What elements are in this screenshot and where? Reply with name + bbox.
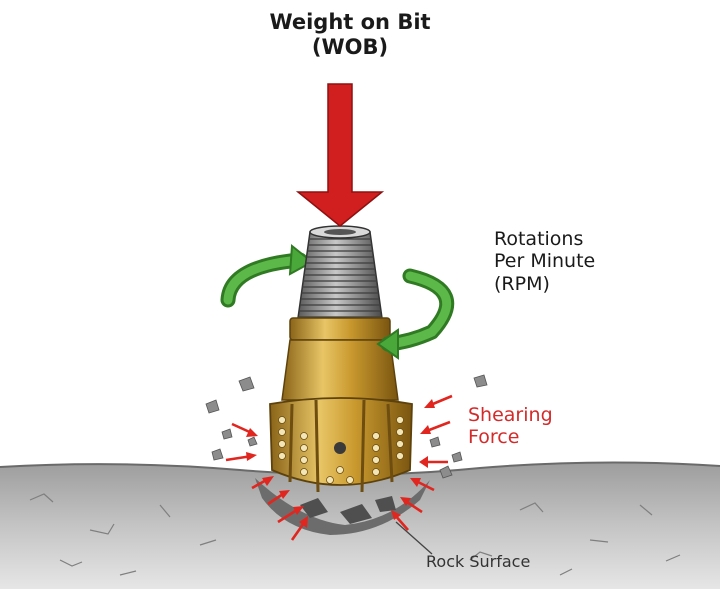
- wob-label-line-2: (WOB): [311, 34, 389, 59]
- wob-arrow-icon: [295, 83, 385, 227]
- rock-chip-icon: [205, 374, 488, 479]
- rotation-arrow-icon: [220, 244, 314, 308]
- rpm-label-line-3: (RPM): [494, 272, 550, 295]
- wob-label-line-1: Weight on Bit: [269, 10, 431, 34]
- rock-pointer-line: [395, 521, 433, 555]
- shearing-label-line-1: Shearing: [468, 404, 553, 426]
- wob-label: Weight on Bit (WOB): [0, 10, 700, 60]
- shearing-force-label: Shearing Force: [468, 404, 553, 449]
- rock-surface-label: Rock Surface: [426, 552, 531, 571]
- rotation-arrow-icon: [376, 268, 455, 360]
- rpm-label: Rotations Per Minute (RPM): [494, 228, 595, 295]
- drill-bit-icon: [269, 225, 413, 493]
- shearing-label-line-2: Force: [468, 426, 520, 449]
- rpm-label-line-2: Per Minute: [494, 250, 596, 273]
- shear-arrow-icon: [225, 394, 453, 541]
- rpm-label-line-1: Rotations: [494, 228, 584, 250]
